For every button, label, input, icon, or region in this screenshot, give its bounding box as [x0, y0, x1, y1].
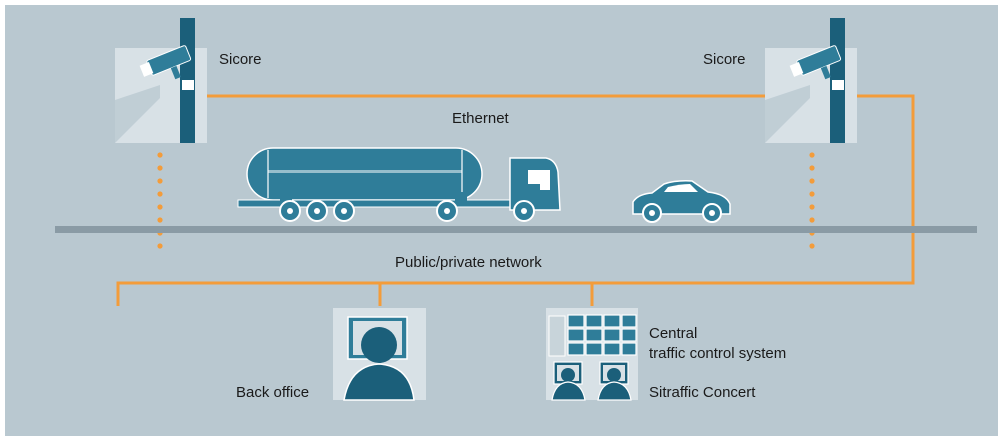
- ethernet-label: Ethernet: [452, 110, 509, 127]
- sitraffic-label: Sitraffic Concert: [649, 384, 756, 401]
- camera-right-label: Sicore: [703, 51, 746, 68]
- dotted-link-right: [809, 152, 815, 249]
- central-label-line2: traffic control system: [649, 345, 787, 362]
- road: [55, 226, 977, 233]
- right-uplink-line: [116, 94, 915, 306]
- camera-left: [115, 18, 207, 143]
- network-label: Public/private network: [395, 254, 542, 271]
- central-label-line1: Central: [649, 325, 698, 342]
- truck: [237, 147, 561, 222]
- back-office-workstation: [333, 308, 426, 401]
- car: [632, 180, 731, 223]
- back-office-label: Back office: [236, 384, 310, 401]
- camera-left-label: Sicore: [219, 51, 262, 68]
- network-links: [116, 94, 915, 306]
- camera-right: [765, 18, 857, 143]
- dotted-link-left: [157, 152, 163, 249]
- central-control-room: [546, 308, 638, 401]
